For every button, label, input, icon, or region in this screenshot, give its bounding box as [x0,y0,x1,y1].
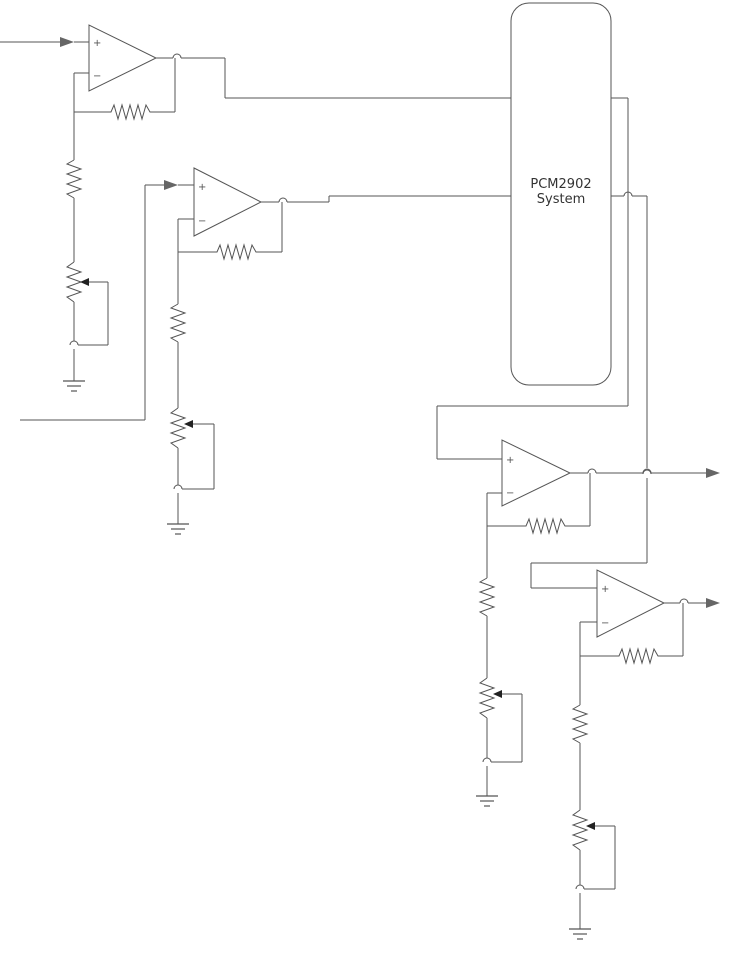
ground-3-icon [475,795,499,807]
op-amp-3-gain-network [475,526,523,807]
op-amp-4-plus-sign: + [601,584,609,595]
output-2-arrow-icon [706,598,720,608]
op-amp-1-plus-sign: + [93,38,101,49]
ground-1-icon [62,380,86,392]
potentiometer-1-wiper [78,278,109,346]
op-amp-3-minus-sign: − [506,488,514,499]
output-1-wire [570,468,720,478]
ground-4-icon [568,928,592,940]
potentiometer-3-wiper [491,690,523,763]
op-amp-4-minus-sign: − [601,618,609,629]
pcm2902-system-block [510,2,612,386]
op-amp-2-output-wire [261,195,511,203]
op-amp-4-feedback [579,603,684,665]
op-amp-1-feedback [73,58,176,121]
op-amp-3: + − [501,439,572,507]
op-amp-2-plus-sign: + [198,182,206,193]
op-amp-4-gain-network [568,656,616,940]
op-amp-1-gain-network [62,112,109,392]
input-2-arrow-icon [164,180,178,190]
potentiometer-2-wiper [182,420,215,490]
system-output-1-wire [436,97,629,460]
system-output-2-wire [530,191,652,589]
system-block-subtitle: System [537,192,585,207]
input-1-arrow-icon [60,37,74,47]
potentiometer-4-wiper [584,822,616,890]
op-amp-3-feedback [486,473,591,535]
op-amp-1-minus-sign: − [93,71,101,82]
output-1-arrow-icon [706,468,720,478]
system-block-title: PCM2902 [530,177,591,192]
op-amp-2-feedback [177,202,283,261]
op-amp-1-output-wire [156,53,511,99]
op-amp-2-minus-sign: − [198,216,206,227]
op-amp-1: + − [88,24,158,92]
ground-2-icon [166,523,190,535]
input-2-wire [20,180,194,421]
op-amp-3-plus-sign: + [506,455,514,466]
op-amp-2-gain-network [166,252,215,535]
op-amp-2: + − [193,167,263,237]
op-amp-4: + − [596,569,666,638]
input-1-wire [0,37,89,47]
output-2-wire [664,598,720,608]
